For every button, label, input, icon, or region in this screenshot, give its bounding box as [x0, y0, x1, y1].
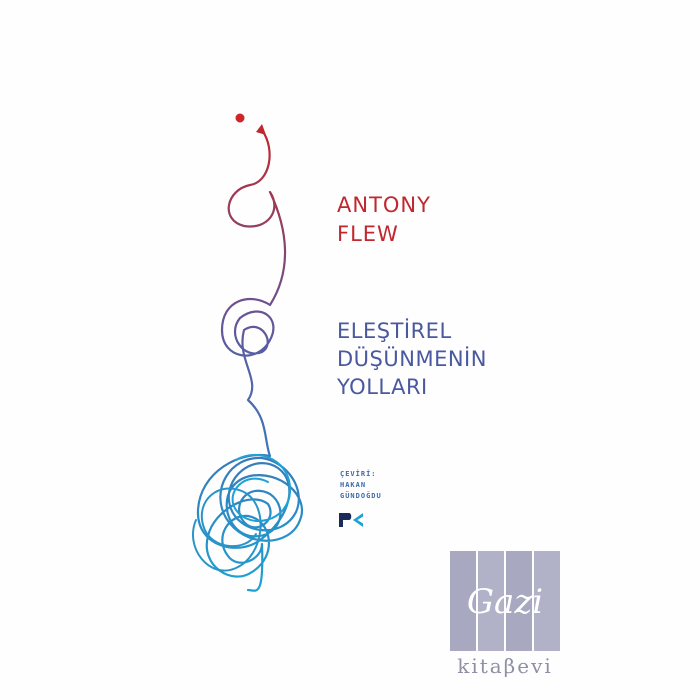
title-line: DÜŞÜNMENİN — [337, 347, 487, 371]
author-line: ANTONY — [337, 193, 431, 217]
author-name: ANTONY FLEW — [337, 191, 431, 249]
store-logo-name: kitaβevi — [457, 654, 553, 678]
translator-credit: ÇEVİRİ: HAKAN GÜNDOĞDU — [340, 469, 382, 502]
tangled-line-extra-loop — [191, 487, 262, 572]
book-title: ELEŞTİREL DÜŞÜNMENİN YOLLARI — [337, 317, 487, 401]
publisher-logo-icon — [339, 513, 363, 527]
title-line: ELEŞTİREL — [337, 319, 452, 343]
store-logo-icon: Gazi — [450, 551, 560, 651]
red-dot — [235, 113, 245, 123]
translator-line: HAKAN — [340, 481, 367, 489]
tangled-line — [196, 128, 303, 592]
translator-line: ÇEVİRİ: — [340, 470, 377, 478]
store-logo-script: Gazi — [467, 582, 543, 622]
author-line: FLEW — [337, 222, 399, 246]
translator-line: GÜNDOĞDU — [340, 492, 382, 500]
tangled-line-extra-loop-2 — [231, 454, 292, 522]
title-line: YOLLARI — [337, 375, 428, 399]
